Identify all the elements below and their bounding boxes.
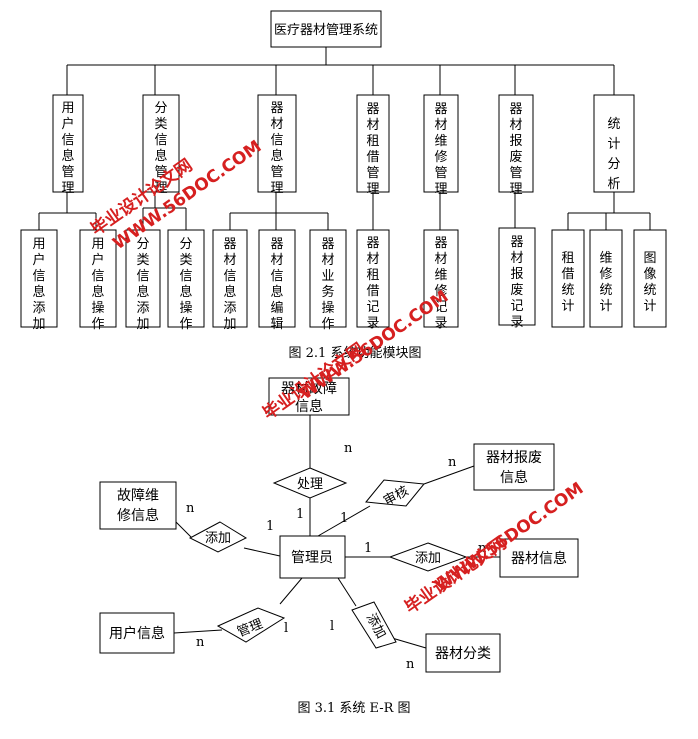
- card-handle-bottom: 1: [296, 507, 304, 522]
- card-review-right: n: [448, 455, 457, 470]
- sub-label-1-1: 分类信息操作: [179, 237, 192, 332]
- sub-box-user-add: [20, 229, 58, 328]
- card-add-repair-right: 1: [266, 519, 274, 534]
- rel-add-repair: [188, 521, 248, 553]
- module-box-stats: [593, 94, 635, 193]
- fig2-caption: 图 3.1 系统 E-R 图: [297, 701, 410, 716]
- sub-box-repair-stats: [589, 229, 623, 328]
- root-label: 医疗器材管理系统: [274, 23, 378, 38]
- sub-label-2-2: 器材业务操作: [321, 237, 334, 332]
- module-label-3: 器材租借管理: [366, 102, 379, 197]
- card-handle-top: n: [344, 441, 353, 456]
- entity-user: [99, 612, 175, 654]
- sub-label-2-1: 器材信息编辑: [270, 237, 283, 332]
- watermark-cn-3: 毕业设计论文网: [401, 533, 511, 618]
- sub-label-3-0: 器材租借记录: [366, 236, 379, 331]
- module-label-5: 器材报废管理: [509, 102, 522, 197]
- sub-box-equipment-add: [212, 229, 248, 328]
- rel-manage: [216, 607, 286, 643]
- module-label-0: 用户信息管理: [61, 101, 74, 196]
- entity-admin-label: 管理员: [291, 550, 333, 566]
- sub-box-rental-record: [356, 229, 390, 328]
- entity-equipment-fault: [268, 377, 350, 416]
- entity-scrap-label-2: 信息: [500, 469, 528, 486]
- sub-label-6-0: 租借统计: [561, 251, 574, 314]
- er-diagram: 器材故障 信息 器材报废 信息 故障维 修信息 管理员 器材信息 用户信息 器材…: [99, 377, 579, 716]
- sub-box-scrap-record: [498, 227, 536, 326]
- sub-label-6-1: 维修统计: [599, 251, 612, 314]
- entity-equipment-fault-label-2: 信息: [295, 398, 323, 415]
- entity-repair-label-2: 修信息: [117, 507, 159, 524]
- module-box-user: [52, 94, 84, 193]
- sub-box-category-op: [167, 229, 205, 328]
- module-box-scrap: [498, 94, 534, 193]
- entity-user-label: 用户信息: [109, 625, 165, 642]
- sub-label-5-0: 器材报废记录: [510, 235, 523, 330]
- sub-box-equipment-edit: [258, 229, 296, 328]
- fig1-caption: 图 2.1 系统功能模块图: [289, 346, 422, 361]
- root-box: [270, 10, 382, 48]
- entity-scrap: [473, 443, 555, 491]
- rel-handle: [272, 467, 348, 499]
- sub-box-equipment-op: [309, 229, 347, 328]
- sub-label-2-0: 器材信息添加: [223, 237, 236, 332]
- sub-label-4-0: 器材维修记录: [434, 236, 447, 331]
- module-label-1: 分类信息管理: [154, 101, 167, 196]
- card-add-repair-left: n: [186, 501, 195, 516]
- entity-category-label: 器材分类: [435, 646, 491, 662]
- module-label-4: 器材维修管理: [434, 102, 447, 197]
- entity-repair: [99, 481, 177, 530]
- sub-label-0-1: 用户信息操作: [91, 237, 104, 332]
- entity-equipment-label: 器材信息: [511, 550, 567, 567]
- entity-category: [425, 633, 501, 673]
- entity-repair-label-1: 故障维: [117, 488, 159, 504]
- card-review-left: 1: [340, 511, 348, 526]
- sub-box-image-stats: [633, 229, 667, 328]
- module-diagram: 医疗器材管理系统 用户信息管理分类信息管理器材信息管理器材租借管理器材维修管理器…: [20, 10, 667, 361]
- rel-add-category: [351, 601, 397, 649]
- entity-equipment-fault-label-1: 器材故障: [281, 381, 337, 397]
- sub-box-category-add: [125, 229, 161, 328]
- card-add-category-right: n: [406, 657, 415, 672]
- module-box-equipment: [257, 94, 297, 193]
- entity-scrap-label-1: 器材报废: [486, 450, 542, 466]
- card-manage-right: l: [284, 621, 288, 636]
- entity-equipment: [499, 538, 579, 578]
- rel-add-equipment: [388, 542, 468, 572]
- rel-add-repair-label: 添加: [205, 531, 231, 546]
- sub-box-rental-stats: [551, 229, 585, 328]
- module-labels: 用户信息管理 分类信息管理 器材信息管理 器材租借管理 器材维修管理 器材报废管理 统计分析: [61, 101, 620, 197]
- sub-box-user-op: [79, 229, 117, 328]
- sub-box-repair-record: [423, 229, 459, 328]
- module-box-repair: [423, 94, 459, 193]
- rel-review: [365, 479, 425, 507]
- card-add-equipment-right: n: [478, 541, 487, 556]
- sub-label-6-2: 图像统计: [643, 251, 656, 314]
- module-box-category: [142, 94, 180, 193]
- card-manage-left: n: [196, 635, 205, 650]
- module-label-6: 统计分析: [607, 117, 620, 192]
- sub-label-1-0: 分类信息添加: [136, 237, 149, 332]
- card-add-equipment-left: 1: [364, 541, 372, 556]
- rel-add-equipment-label: 添加: [415, 551, 441, 566]
- module-label-2: 器材信息管理: [270, 101, 283, 196]
- entity-admin: [279, 535, 346, 579]
- sub-labels: 用户信息添加 用户信息操作 分类信息添加 分类信息操作 器材信息添加 器材信息编辑 器材业务…: [32, 235, 656, 332]
- rel-handle-label: 处理: [297, 477, 323, 492]
- sub-label-0-0: 用户信息添加: [32, 237, 45, 332]
- card-add-category-left: l: [330, 619, 334, 634]
